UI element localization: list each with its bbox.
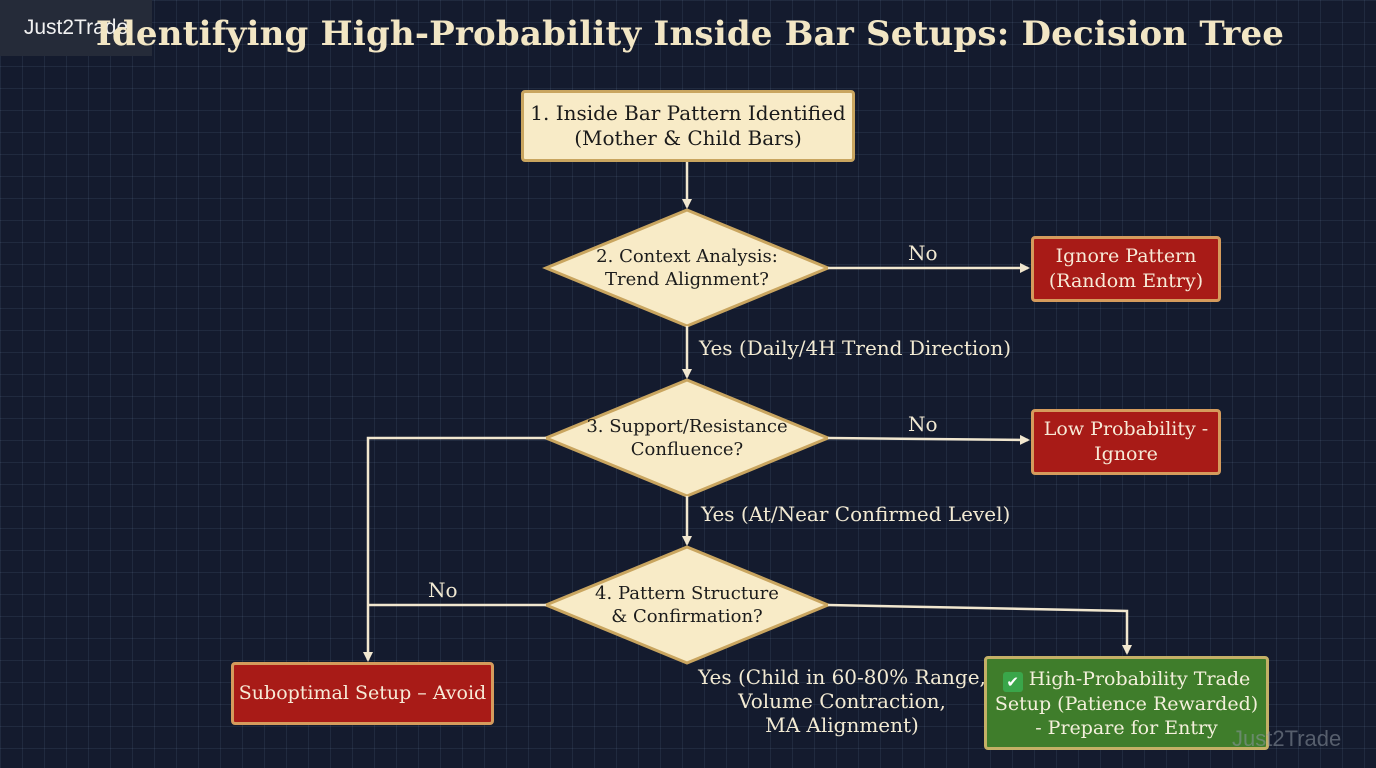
ignore-pattern-line1: Ignore Pattern	[1055, 245, 1197, 267]
step3-line2: Confluence?	[630, 439, 744, 460]
high-probability-box: ✔High-Probability Trade Setup (Patience …	[984, 656, 1269, 750]
step3-line1: 3. Support/Resistance	[586, 416, 788, 437]
ignore-pattern-line2: (Random Entry)	[1048, 270, 1204, 292]
step2-line1: 2. Context Analysis:	[596, 246, 778, 267]
high-probability-line2: Setup (Patience Rewarded)	[994, 692, 1259, 715]
low-probability-line1: Low Probability -	[1043, 418, 1209, 440]
ignore-pattern-box: Ignore Pattern (Random Entry)	[1031, 236, 1221, 302]
step3-text: 3. Support/Resistance Confluence?	[580, 415, 794, 461]
step1-line2: (Mother & Child Bars)	[574, 126, 802, 150]
suboptimal-label: Suboptimal Setup – Avoid	[238, 682, 487, 704]
step2-line2: Trend Alignment?	[605, 269, 769, 290]
low-probability-line2: Ignore	[1094, 443, 1158, 465]
connector-4-yes	[827, 603, 1132, 655]
step4-no-label: No	[428, 578, 458, 602]
step1-box: 1. Inside Bar Pattern Identified (Mother…	[521, 90, 855, 162]
step4-text: 4. Pattern Structure & Confirmation?	[590, 582, 784, 628]
step3-yes-label: Yes (At/Near Confirmed Level)	[701, 502, 1011, 526]
watermark: Just2Trade	[1232, 726, 1342, 751]
low-probability-box: Low Probability - Ignore	[1031, 409, 1221, 475]
suboptimal-box: Suboptimal Setup – Avoid	[231, 662, 494, 725]
step2-no-label: No	[908, 241, 938, 265]
step4-yes-line3: MA Alignment)	[765, 713, 919, 737]
step4-line1: 4. Pattern Structure	[595, 583, 779, 604]
step4-line2: & Confirmation?	[611, 606, 763, 627]
step3-no-label: No	[908, 412, 938, 436]
logo: Just2Trade	[0, 0, 152, 56]
connector-3-left	[363, 436, 546, 662]
connector-3-no	[827, 434, 1030, 445]
step4-yes-label: Yes (Child in 60-80% Range, Volume Contr…	[697, 665, 987, 737]
check-mark-icon: ✔	[1002, 671, 1023, 692]
high-probability-line1: ✔High-Probability Trade	[995, 667, 1258, 692]
step2-yes-label: Yes (Daily/4H Trend Direction)	[699, 336, 1012, 360]
decision-diamond-step4	[542, 545, 832, 665]
step2-text: 2. Context Analysis: Trend Alignment?	[590, 245, 784, 291]
high-probability-line1-text: High-Probability Trade	[1028, 667, 1251, 690]
step4-yes-line2: Volume Contraction,	[738, 689, 946, 713]
page-title: Identifying High-Probability Inside Bar …	[95, 14, 1285, 54]
step4-yes-line1: Yes (Child in 60-80% Range,	[698, 665, 986, 689]
step1-line1: 1. Inside Bar Pattern Identified	[530, 101, 846, 125]
high-probability-line3: - Prepare for Entry	[1035, 716, 1218, 739]
